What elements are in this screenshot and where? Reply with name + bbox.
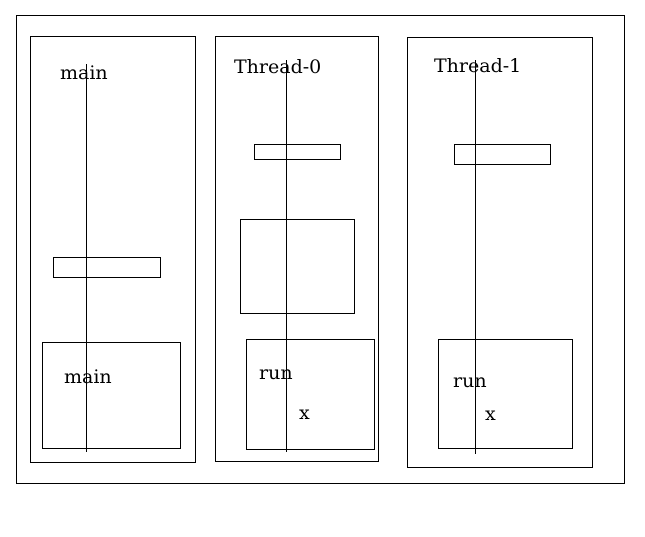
column-thread-1-frame-var: x: [485, 403, 496, 425]
column-thread-0-middle-box: [240, 219, 355, 314]
column-thread-0-small-bar: [254, 144, 341, 160]
column-thread-1-frame: [438, 339, 573, 449]
column-thread-1-small-bar: [454, 144, 551, 165]
column-main-border: [30, 36, 196, 463]
column-thread-0: Thread-0 run x: [215, 36, 379, 462]
column-thread-1-title: Thread-1: [434, 55, 521, 77]
column-main-small-bar: [53, 257, 161, 278]
column-thread-1: Thread-1 run x: [407, 37, 593, 468]
column-thread-0-title: Thread-0: [234, 56, 321, 78]
outer-frame: [16, 15, 625, 484]
column-thread-1-frame-label: run: [453, 370, 487, 392]
column-thread-0-frame-label: run: [259, 362, 293, 384]
column-main-frame-label: main: [64, 366, 112, 388]
column-main: main main: [30, 36, 196, 463]
column-main-title: main: [60, 62, 108, 84]
column-main-frame: [42, 342, 181, 449]
column-thread-0-border: [215, 36, 379, 462]
column-thread-1-border: [407, 37, 593, 468]
column-thread-0-frame: [246, 339, 375, 450]
column-thread-0-frame-var: x: [299, 402, 310, 424]
